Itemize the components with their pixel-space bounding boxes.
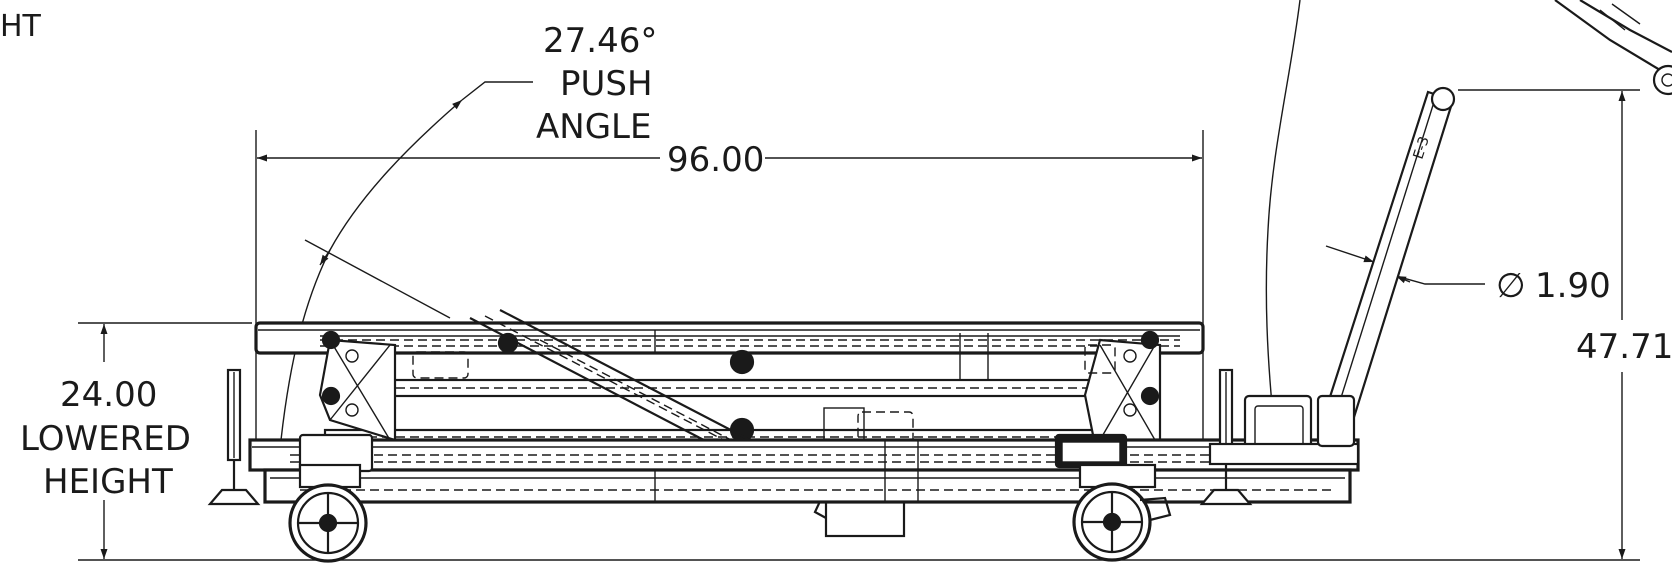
corner-text: HT [0, 9, 42, 44]
push-angle-label-push: PUSH [560, 64, 653, 104]
diameter-arrow-upper [1325, 245, 1375, 263]
push-angle-value: 27.46° [543, 21, 657, 61]
diameter-value: 1.90 [1535, 266, 1611, 306]
hose-line [1265, 0, 1301, 406]
caster-wheel-left [288, 463, 368, 563]
lowered-height-label-lowered: LOWERED [20, 419, 191, 459]
overall-height-value: 47.71 [1576, 327, 1672, 367]
diameter-symbol: ∅ [1496, 266, 1526, 306]
caster-wheel-right [1072, 463, 1172, 562]
lowered-height-value: 24.00 [60, 375, 157, 415]
leveling-foot-left [207, 368, 261, 506]
push-handle: E-3 [1316, 86, 1456, 448]
length-dimension-value: 96.00 [667, 140, 764, 180]
handle-marking: E-3 [1411, 135, 1433, 162]
secondary-view-fragment [1554, 0, 1672, 96]
base-frame [248, 433, 1360, 504]
lowered-height-label-height: HEIGHT [43, 462, 173, 502]
push-angle-dimension: 27.46° PUSH ANGLE [280, 21, 657, 441]
overall-height-dimension: 47.71 [1458, 89, 1672, 559]
length-dimension: 96.00 [255, 130, 1204, 440]
push-angle-label-angle: ANGLE [536, 107, 651, 147]
push-angle-leader [461, 81, 533, 101]
pump-unit [1208, 394, 1360, 466]
diameter-leader [1395, 275, 1485, 285]
